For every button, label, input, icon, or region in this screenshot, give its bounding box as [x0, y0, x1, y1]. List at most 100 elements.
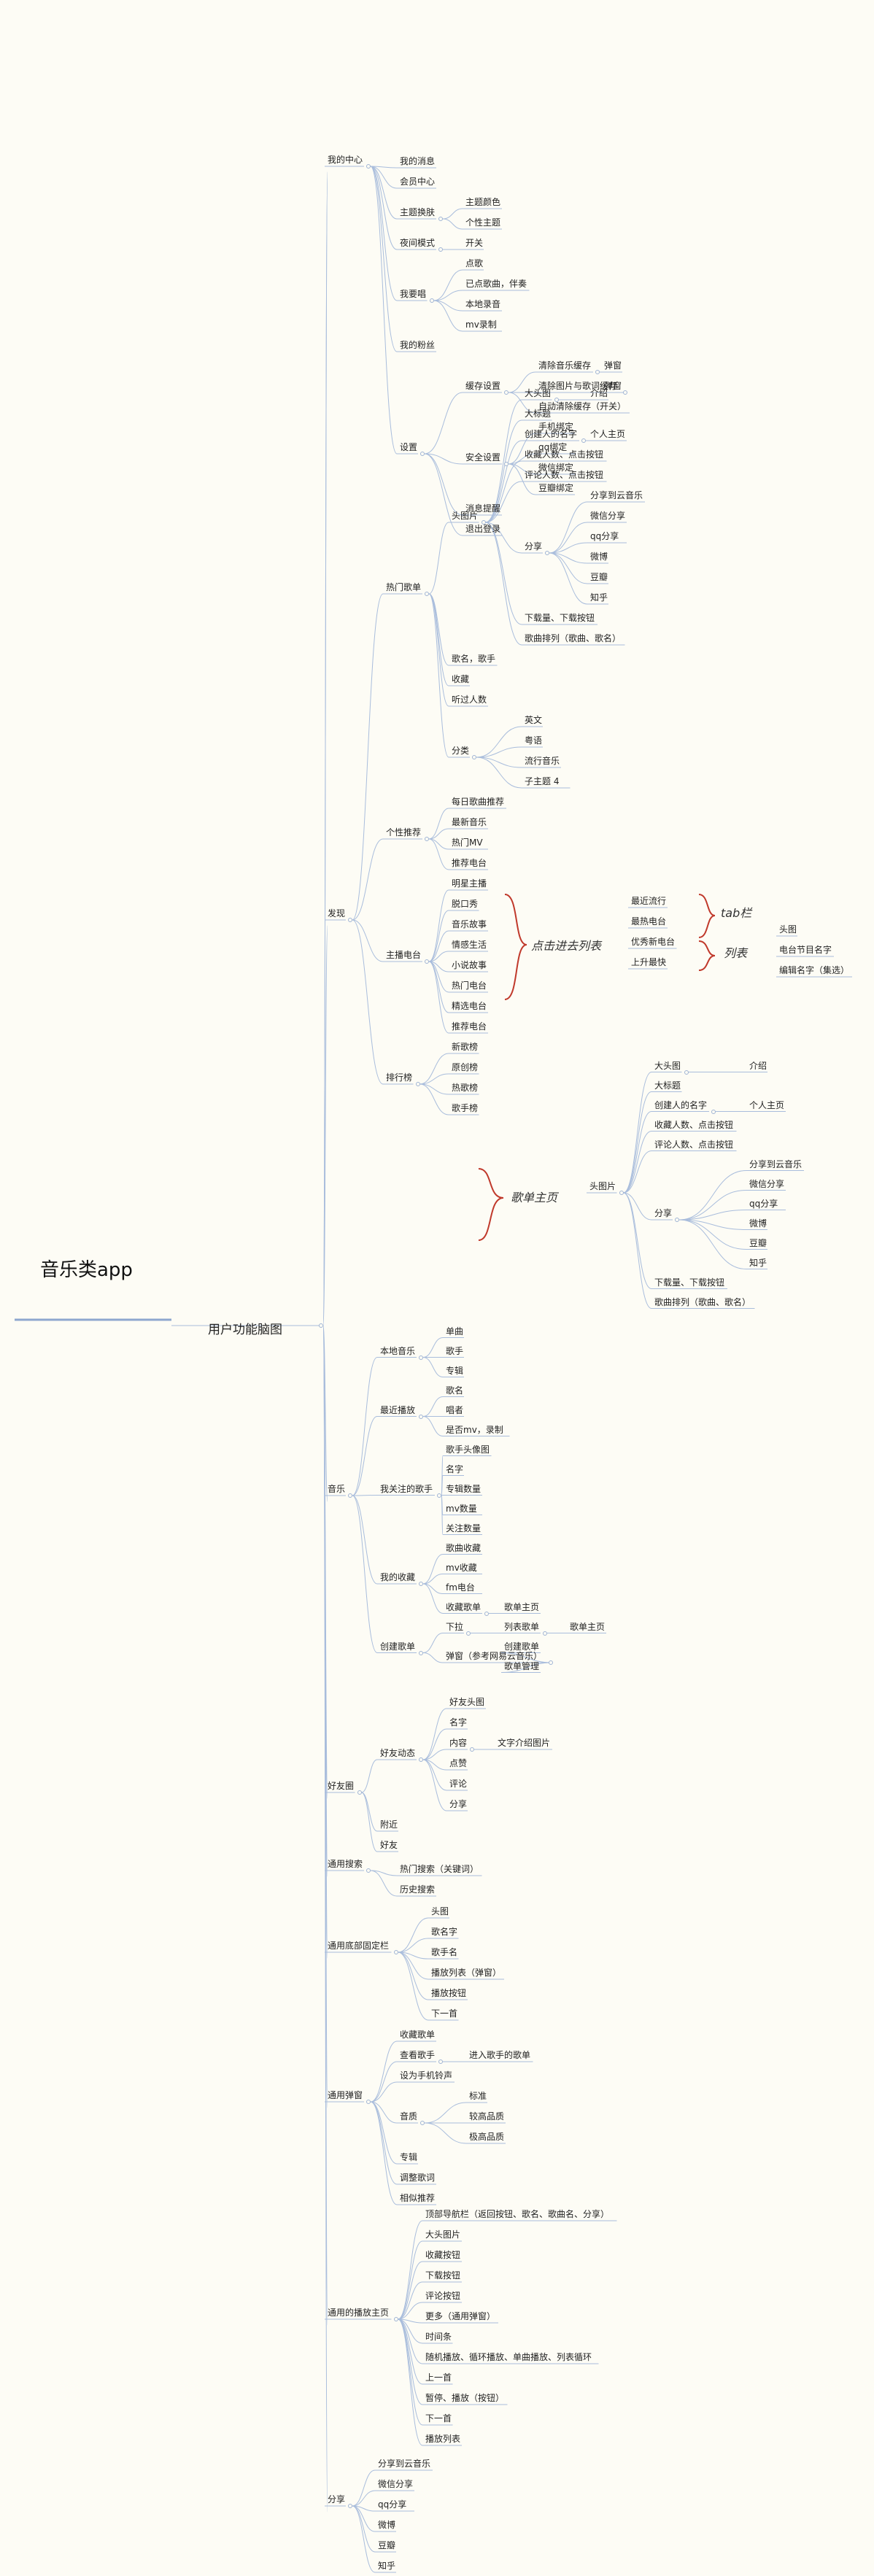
- node-d1: 歌手头像图: [446, 1444, 490, 1455]
- node-d1: 豆瓣: [749, 1237, 767, 1248]
- node-d2: 大头图: [525, 388, 552, 398]
- branch-dot: [419, 1650, 423, 1655]
- node-d1: 缓存设置: [465, 381, 501, 391]
- node-d1: 较高品质: [469, 2111, 505, 2121]
- node-d0: 收藏歌单: [400, 2030, 436, 2040]
- node-d2: 手机绑定: [538, 422, 574, 432]
- node-d2: qq绑定: [538, 442, 568, 452]
- playlist-home-label: 歌单主页: [511, 1191, 558, 1204]
- branch-rank-detail: 头图片: [589, 1181, 616, 1191]
- node-d0: 我关注的歌手: [380, 1483, 433, 1494]
- node-d1: 关注数量: [446, 1523, 482, 1533]
- branch-dot: [438, 2059, 443, 2064]
- node-d1: 情感生活: [452, 940, 487, 950]
- node-d1: 单曲: [446, 1326, 464, 1337]
- node-d2: 创建人的名字: [525, 429, 578, 439]
- node-d1: 原创榜: [452, 1062, 479, 1072]
- node-d0: 相似推荐: [400, 2193, 436, 2203]
- node-d0: 顶部导航栏（返回按钮、歌名、歌曲名、分享）: [425, 2209, 610, 2219]
- node-d0: 电台节目名字: [779, 945, 832, 955]
- branch-dot: [438, 247, 443, 252]
- node-d0: 大头图: [654, 1060, 681, 1071]
- node-d2: 大标题: [525, 409, 552, 419]
- branch-share: 分享: [328, 2494, 346, 2505]
- node-d1: 热歌榜: [452, 1083, 479, 1093]
- click-into-list-label: 点击进去列表: [531, 939, 602, 953]
- node-d3: 分享到云音乐: [590, 490, 643, 500]
- node-d1: 新歌榜: [452, 1042, 479, 1052]
- node-d1: 安全设置: [465, 452, 501, 463]
- node-d1: 微博: [749, 1218, 767, 1229]
- node-d2: 歌曲排列（歌曲、歌名）: [525, 633, 622, 643]
- node-d0: 个性推荐: [386, 827, 422, 838]
- node-d2: 列表歌单: [504, 1621, 540, 1632]
- node-d0: 收藏人数、点击按钮: [654, 1119, 734, 1130]
- list-label: 列表: [724, 946, 748, 960]
- branch-dot: [711, 1109, 716, 1114]
- node-d1: 歌手: [446, 1345, 464, 1356]
- node-d1: 个性主题: [465, 217, 501, 228]
- node-d0: 分享到云音乐: [378, 2459, 431, 2469]
- node-d2: 收藏人数、点击按钮: [525, 449, 604, 460]
- node-d0: 下载量、下载按钮: [654, 1277, 725, 1288]
- branch-dot: [429, 298, 434, 303]
- node-d0: 好友动态: [380, 1748, 416, 1758]
- node-d1: 唱者: [446, 1404, 464, 1415]
- node-d1: 开关: [465, 238, 484, 248]
- node-d1: 音乐故事: [452, 919, 487, 929]
- node-d0: 歌名字: [431, 1927, 458, 1937]
- branch-dot: [366, 2100, 371, 2104]
- branch-dot: [548, 1660, 553, 1665]
- node-d0: 我要唱: [400, 289, 427, 299]
- node-d1: 微信分享: [749, 1178, 785, 1189]
- branch-dot: [419, 1757, 423, 1762]
- node-d1: 专辑: [446, 1365, 464, 1376]
- branch-dot: [348, 918, 352, 922]
- node-d0: 知乎: [378, 2561, 396, 2571]
- branch-dot: [484, 1611, 489, 1616]
- node-d0: 调整歌词: [400, 2173, 436, 2183]
- node-d0: 设为手机铃声: [400, 2070, 453, 2081]
- node-d1: 专辑数量: [446, 1483, 482, 1494]
- branch-dot: [581, 438, 586, 443]
- node-d1: 已点歌曲，伴奏: [465, 279, 527, 289]
- node-d0: 排行榜: [386, 1072, 413, 1083]
- branch-player: 通用的播放主页: [328, 2308, 390, 2318]
- node-d3: 弹窗: [604, 360, 622, 371]
- node-d2: 歌单管理: [504, 1660, 540, 1671]
- node-d1: 分类: [452, 746, 470, 756]
- node-d1: 头图片: [452, 511, 479, 521]
- node-d2: 清除图片与歌词缓存: [538, 381, 618, 391]
- node-d1: fm电台: [446, 1582, 475, 1593]
- branch-dot: [319, 1323, 323, 1328]
- node-d0: 热门搜索（关键词）: [400, 1864, 479, 1874]
- node-d0: 本地音乐: [380, 1345, 416, 1356]
- branch-dot: [675, 1218, 679, 1222]
- node-d0: 播放按钮: [431, 1988, 467, 1998]
- node-d1: 极高品质: [469, 2132, 505, 2142]
- node-d0: 上一首: [425, 2372, 452, 2383]
- node-d0: 专辑: [400, 2152, 418, 2162]
- node-d0: 播放列表: [425, 2434, 461, 2444]
- root-title: 音乐类app: [40, 1259, 133, 1281]
- branch-dot: [437, 1493, 441, 1498]
- node-d1: 是否mv，录制: [446, 1424, 503, 1435]
- branch-dot: [419, 1355, 423, 1360]
- node-d1: 介绍: [749, 1060, 767, 1071]
- node-d0: 下一首: [431, 2008, 458, 2019]
- node-d0: 最近流行: [631, 896, 667, 906]
- branch-dot: [415, 1082, 420, 1086]
- node-d3: qq分享: [590, 531, 619, 541]
- node-d1: 评论: [449, 1779, 468, 1789]
- branch-dot: [420, 452, 425, 456]
- node-d0: 时间条: [425, 2332, 452, 2342]
- node-d1: 主题颜色: [465, 197, 501, 207]
- node-d1: 下拉: [446, 1621, 464, 1632]
- branch-dot: [393, 2317, 398, 2321]
- node-d0: 更多（通用弹窗）: [425, 2311, 496, 2321]
- node-d0: 暂停、播放（按钮）: [425, 2393, 505, 2403]
- node-d1: 弹窗（参考网易云音乐）: [446, 1651, 543, 1661]
- node-d2: 微信绑定: [538, 463, 574, 473]
- node-d1: 进入歌手的歌单: [469, 2050, 531, 2060]
